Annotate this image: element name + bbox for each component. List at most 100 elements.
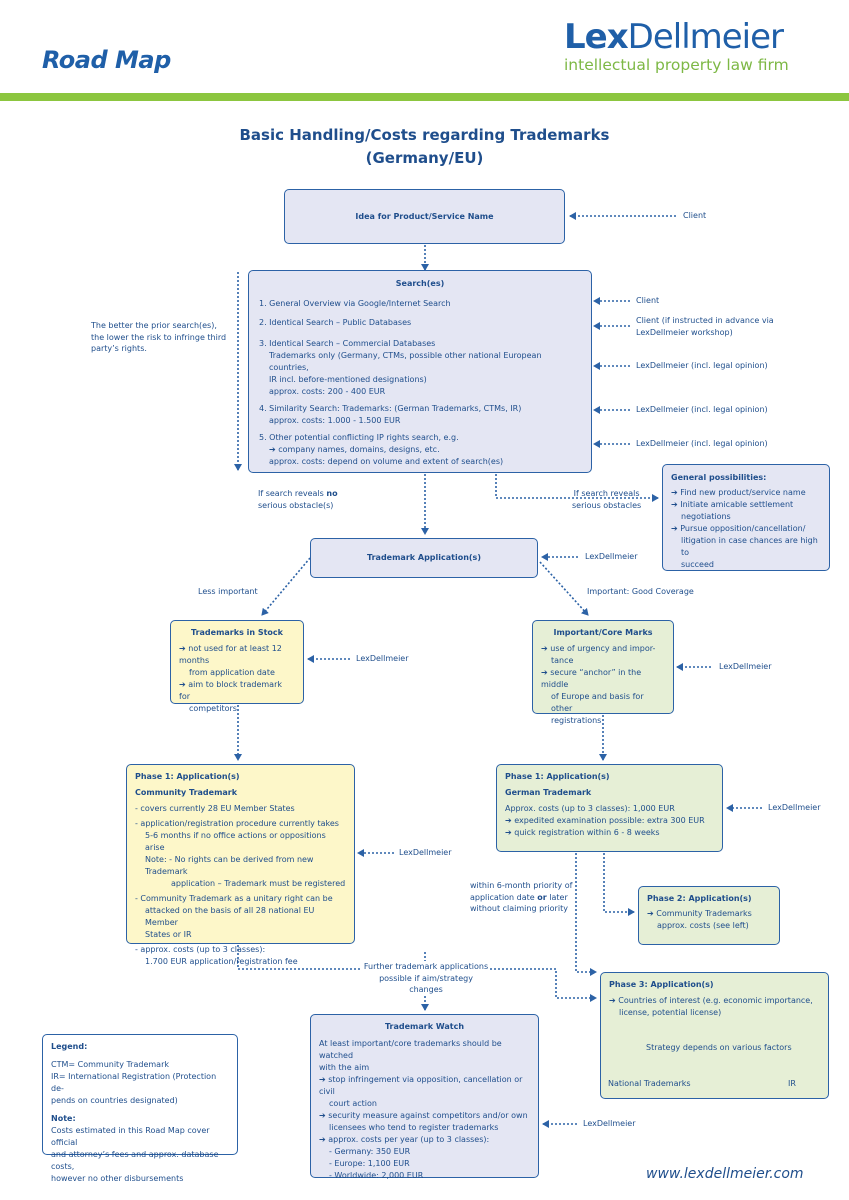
stock-item-1-line2: from application date xyxy=(189,668,275,677)
label-no-obstacle-line2: serious obstacle(s) xyxy=(258,500,334,510)
label-no-obstacle: If search reveals no serious obstacle(s) xyxy=(258,488,338,511)
label-priority: within 6-month priority of application d… xyxy=(470,880,572,915)
general-possibilities-title: General possibilities: xyxy=(671,473,767,482)
phase1-eu-item-2-line4: application – Trademark must be register… xyxy=(171,879,346,888)
watch-title: Trademark Watch xyxy=(384,1022,465,1031)
search-item-5-line2: ➔ company names, domains, designs, etc. xyxy=(269,445,440,454)
label-client-workshop: Client (if instructed in advance via Lex… xyxy=(636,315,774,338)
general-item-1: ➔ Find new product/service name xyxy=(671,488,806,497)
phase1-de-box: Phase 1: Application(s) German Trademark… xyxy=(496,764,723,852)
search-item-3-line4: approx. costs: 200 - 400 EUR xyxy=(269,387,386,396)
legend-box: Legend: CTM= Community Trademark IR= Int… xyxy=(42,1034,238,1183)
phase3-item-1: ➔ Countries of interest (e.g. economic i… xyxy=(609,995,820,1019)
label-further-line2: possible if aim/strategy changes xyxy=(379,973,473,995)
legend-note-line2: and attorney’s fees and approx. database… xyxy=(51,1150,219,1171)
application-box: Trademark Application(s) xyxy=(310,538,538,578)
phase1-eu-title: Phase 1: Application(s) xyxy=(135,772,240,781)
watch-line-8: - Germany: 350 EUR xyxy=(329,1147,411,1156)
phase1-de-title: Phase 1: Application(s) xyxy=(505,772,610,781)
legend-title: Legend: xyxy=(51,1042,88,1051)
core-item-1-line2: tance xyxy=(551,656,574,665)
label-client-workshop-line2: LexDellmeier workshop) xyxy=(636,327,733,337)
core-item-1: ➔ use of urgency and impor- tance xyxy=(541,643,665,667)
search-item-3-line1: 3. Identical Search – Commercial Databas… xyxy=(259,339,436,348)
label-lex-watch: LexDellmeier xyxy=(583,1119,636,1128)
label-prior-line2: the lower the risk to infringe third xyxy=(91,332,227,342)
road-map-title: Road Map xyxy=(42,46,171,74)
legend-note-line3: however no other disbursements xyxy=(51,1174,184,1183)
phase1-eu-item-1: - covers currently 28 EU Member States xyxy=(135,804,295,813)
general-item-3-line1: ➔ Pursue opposition/cancellation/ xyxy=(671,524,806,533)
label-no-obstacle-line1: If search reveals no xyxy=(258,489,338,498)
label-client-workshop-line1: Client (if instructed in advance via xyxy=(636,316,774,325)
general-item-3: ➔ Pursue opposition/cancellation/ litiga… xyxy=(671,523,821,571)
label-serious-line1: If search reveals xyxy=(573,489,640,498)
footer-url[interactable]: www.lexdellmeier.com xyxy=(646,1166,804,1182)
watch-line-7: ➔ approx. costs per year (up to 3 classe… xyxy=(319,1135,490,1144)
label-lex-opinion-1: LexDellmeier (incl. legal opinion) xyxy=(636,361,768,370)
label-serious-obstacles: If search reveals serious obstacles xyxy=(572,488,641,511)
watch-line-4: court action xyxy=(329,1099,377,1108)
phase2-item-2: approx. costs (see left) xyxy=(657,921,749,930)
diagram-title: Basic Handling/Costs regarding Trademark… xyxy=(0,124,849,169)
watch-line-6: licensees who tend to register trademark… xyxy=(329,1123,499,1132)
label-further: Further trademark applications possible … xyxy=(362,961,490,996)
stock-item-2: ➔ aim to block trademark for competitors xyxy=(179,679,295,715)
stock-item-2-line1: ➔ aim to block trademark for xyxy=(179,680,282,701)
label-priority-line2: application date or later xyxy=(470,892,568,902)
legend-ir-line1: IR= International Registration (Protecti… xyxy=(51,1072,217,1093)
idea-label: Idea for Product/Service Name xyxy=(355,211,494,221)
search-item-4-line2: approx. costs: 1.000 - 1.500 EUR xyxy=(269,416,401,425)
label-serious-line2: serious obstacles xyxy=(572,500,642,510)
phase1-eu-item-3: - Community Trademark as a unitary right… xyxy=(135,893,346,941)
title-line2: (Germany/EU) xyxy=(365,148,484,167)
search-box: Search(es) 1. General Overview via Googl… xyxy=(248,270,592,473)
watch-line-5: ➔ security measure against competitors a… xyxy=(319,1111,528,1120)
label-lex-phase1-de: LexDellmeier xyxy=(768,803,821,812)
label-prior-search: The better the prior search(es), the low… xyxy=(91,320,226,355)
label-less-important: Less important xyxy=(198,587,258,596)
stock-item-1: ➔ not used for at least 12 months from a… xyxy=(179,643,295,679)
label-further-line1: Further trademark applications xyxy=(363,962,489,971)
stock-item-2-line2: competitors xyxy=(189,704,237,713)
phase1-de-item-1: Approx. costs (up to 3 classes): 1,000 E… xyxy=(505,804,675,813)
phase1-eu-item-3-line1: - Community Trademark as a unitary right… xyxy=(135,894,333,903)
phase1-eu-subtitle: Community Trademark xyxy=(135,788,238,797)
watch-line-2: with the aim xyxy=(319,1063,370,1072)
label-lex-opinion-2: LexDellmeier (incl. legal opinion) xyxy=(636,405,768,414)
label-lex-core: LexDellmeier xyxy=(719,662,772,671)
search-item-4-line1: 4. Similarity Search: Trademarks: (Germa… xyxy=(259,404,522,413)
phase1-de-subtitle: German Trademark xyxy=(505,788,592,797)
phase1-eu-item-2: - application/registration procedure cur… xyxy=(135,818,346,890)
logo-dellmeier: Dellmeier xyxy=(627,17,784,57)
core-item-1-line1: ➔ use of urgency and impor- xyxy=(541,644,656,653)
phase1-eu-item-4-line1: - approx. costs (up to 3 classes): xyxy=(135,945,266,954)
phase3-title: Phase 3: Application(s) xyxy=(609,980,714,989)
title-line1: Basic Handling/Costs regarding Trademark… xyxy=(239,126,610,144)
phase3-item-1-line2: license, potential license) xyxy=(619,1008,722,1017)
application-label: Trademark Application(s) xyxy=(367,553,481,562)
phase3-strategy: Strategy depends on various factors xyxy=(646,1043,792,1052)
phase1-eu-box: Phase 1: Application(s) Community Tradem… xyxy=(126,764,355,966)
search-item-3-line3: IR incl. before-mentioned designations) xyxy=(269,375,427,384)
watch-line-9: - Europe: 1,100 EUR xyxy=(329,1159,410,1168)
phase3-national: National Trademarks xyxy=(608,1079,691,1088)
phase1-eu-item-2-line3: Note: - No rights can be derived from ne… xyxy=(145,855,314,876)
phase1-eu-item-4: - approx. costs (up to 3 classes): 1.700… xyxy=(135,944,346,968)
general-item-3-line2: litigation in case chances are high to xyxy=(681,536,818,557)
core-item-2-line1: ➔ secure “anchor” in the middle xyxy=(541,668,642,689)
legend-note-title: Note: xyxy=(51,1114,76,1123)
watch-line-10: - Worldwide: 2,000 EUR xyxy=(329,1171,424,1180)
search-item-5: 5. Other potential conflicting IP rights… xyxy=(259,432,581,468)
phase2-title: Phase 2: Application(s) xyxy=(647,894,752,903)
label-lex-stock: LexDellmeier xyxy=(356,654,409,663)
phase1-de-item-2: ➔ expedited examination possible: extra … xyxy=(505,816,705,825)
core-box: Important/Core Marks ➔ use of urgency an… xyxy=(532,620,674,725)
core-item-2-line3: registrations xyxy=(551,716,602,725)
watch-line-1: At least important/core trademarks shoul… xyxy=(319,1039,502,1060)
logo-lex: Lex xyxy=(564,17,629,57)
phase1-eu-item-2-line1: - application/registration procedure cur… xyxy=(135,819,339,828)
phase1-eu-item-3-line2: attacked on the basis of all 28 national… xyxy=(145,906,315,927)
label-priority-line3: without claiming priority xyxy=(470,904,568,914)
